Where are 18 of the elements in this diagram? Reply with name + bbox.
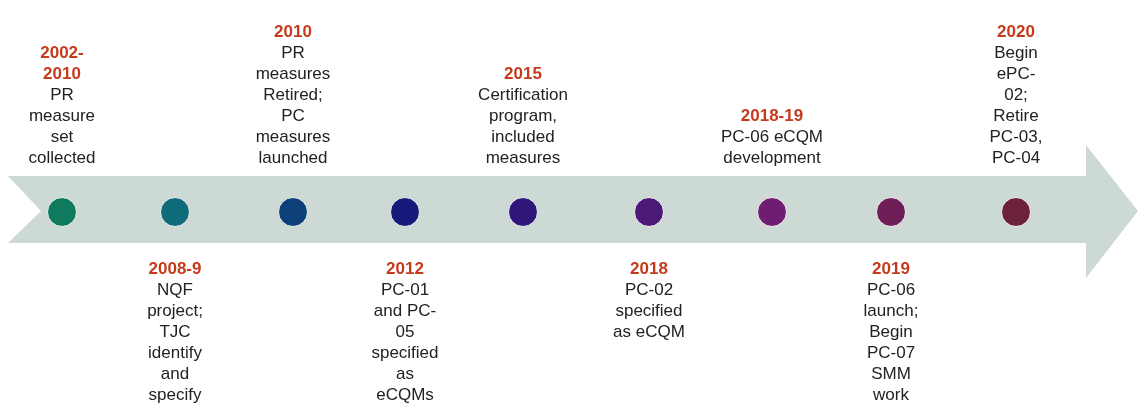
year-label: 2010 — [273, 21, 313, 42]
year-label: 2020 — [996, 21, 1036, 42]
year-label: 2015 — [503, 63, 543, 84]
year-label: 2019 — [871, 258, 911, 279]
event-description: PR measure set collected — [27, 84, 97, 168]
event-description: PC-06 launch; Begin PC-07 SMM work — [862, 279, 920, 405]
event-description: PC-02 specified as eCQM — [612, 279, 686, 342]
year-label: 2012 — [385, 258, 425, 279]
year-label: 2018 — [629, 258, 669, 279]
year-label: 2018-19 — [739, 105, 805, 126]
event-description: Certification program, included measures — [477, 84, 569, 168]
event-description: PC-06 eCQM development — [720, 126, 824, 168]
year-label: 2008-9 — [147, 258, 203, 279]
event-description: Begin ePC-02; Retire PC-03, PC-04 — [988, 42, 1044, 168]
event-description: PC-01 and PC-05 specified as eCQMs — [370, 279, 440, 405]
event-description: NQF project; TJC identify and specify — [146, 279, 204, 405]
event-description: PR measures Retired; PC measures launched — [254, 42, 332, 168]
year-label: 2002-2010 — [39, 42, 85, 84]
